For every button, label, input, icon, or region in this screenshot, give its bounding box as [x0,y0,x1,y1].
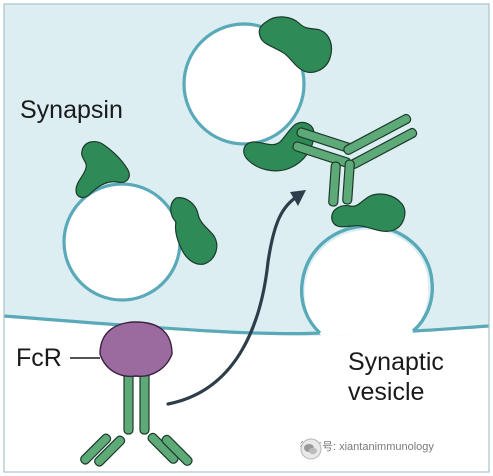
synapsin-label: Synapsin [20,96,123,124]
synapsin-left-top [75,141,130,199]
diagram-frame [3,3,490,473]
arrow-head [290,190,306,206]
synapsin-fused [331,193,406,232]
fused-vesicle-lumen [304,230,429,336]
synaptic-label: Synaptic [348,348,444,376]
internalization-arrow [166,194,300,406]
synapsin-left-right [170,197,218,265]
synaptic-vesicle-top [182,22,306,146]
vesicle-label: vesicle [348,378,425,406]
synapsin-top-right [258,16,333,73]
fcr-label: FcR [16,344,62,372]
wechat-icon [300,438,322,460]
antibody-bound [80,359,193,467]
watermark: 微信号: xiantanimmunology [300,438,434,460]
watermark-text: 微信号: xiantanimmunology [300,441,434,453]
synapsin-molecules [75,16,406,265]
antibody-free [292,113,418,207]
synaptic-vesicle-left [62,182,182,302]
fc-receptor [99,321,173,378]
synapsin-top-bottom [243,121,315,172]
